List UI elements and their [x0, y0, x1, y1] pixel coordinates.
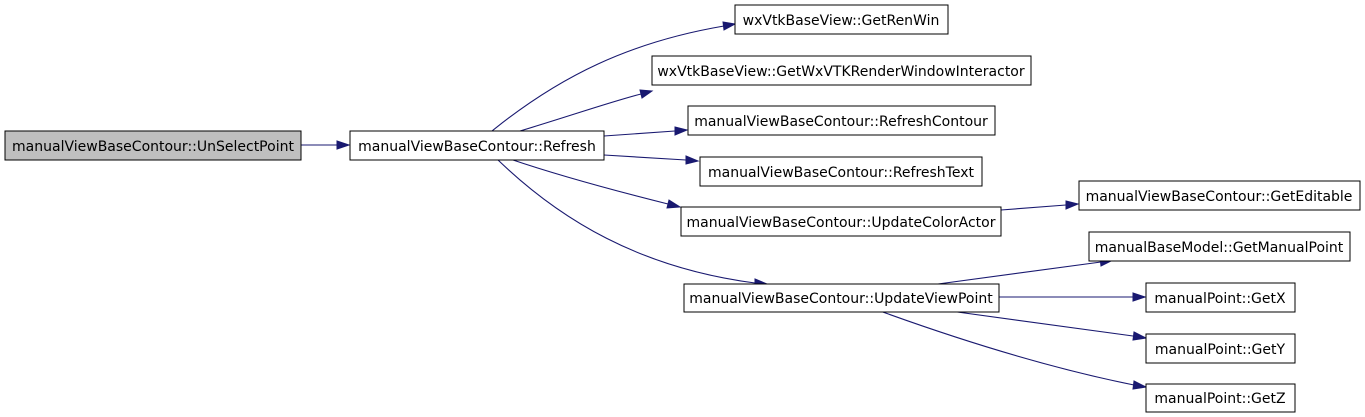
- svg-text:manualViewBaseContour::UnSelec: manualViewBaseContour::UnSelectPoint: [12, 139, 294, 155]
- svg-text:wxVtkBaseView::GetWxVTKRenderW: wxVtkBaseView::GetWxVTKRenderWindowInter…: [657, 64, 1025, 80]
- node-updateviewpoint[interactable]: manualViewBaseContour::UpdateViewPoint: [683, 283, 1000, 313]
- node-getmanualpoint[interactable]: manualBaseModel::GetManualPoint: [1088, 231, 1351, 262]
- edge-refresh-refreshcontour: [603, 126, 689, 137]
- node-updatecoloractor[interactable]: manualViewBaseContour::UpdateColorActor: [680, 206, 1002, 237]
- svg-text:manualViewBaseContour::Refresh: manualViewBaseContour::RefreshText: [708, 165, 975, 181]
- node-gety[interactable]: manualPoint::GetY: [1145, 333, 1296, 364]
- svg-text:manualViewBaseContour::UpdateC: manualViewBaseContour::UpdateColorActor: [687, 215, 996, 231]
- edge-refresh-updatecoloractor: [509, 158, 682, 209]
- edge-unselectpoint-refresh: [301, 140, 351, 150]
- node-getx[interactable]: manualPoint::GetX: [1145, 282, 1296, 313]
- edge-updateviewpoint-getz: [879, 310, 1148, 390]
- node-getwxvtkrenderwindowinteractor[interactable]: wxVtkBaseView::GetWxVTKRenderWindowInter…: [651, 55, 1032, 86]
- node-refreshtext[interactable]: manualViewBaseContour::RefreshText: [699, 156, 983, 187]
- svg-text:manualViewBaseContour::UpdateV: manualViewBaseContour::UpdateViewPoint: [689, 291, 993, 307]
- nodes: manualViewBaseContour::UnSelectPoint man…: [4, 4, 1361, 413]
- node-getz[interactable]: manualPoint::GetZ: [1145, 383, 1296, 413]
- edge-updateviewpoint-gety: [949, 310, 1148, 341]
- svg-text:manualPoint::GetY: manualPoint::GetY: [1155, 342, 1286, 358]
- node-geteditable[interactable]: manualViewBaseContour::GetEditable: [1078, 180, 1361, 211]
- edge-updateviewpoint-getmanualpoint: [937, 257, 1115, 285]
- node-getrenwin[interactable]: wxVtkBaseView::GetRenWin: [734, 4, 949, 35]
- svg-text:manualViewBaseContour::Refresh: manualViewBaseContour::Refresh: [358, 139, 596, 155]
- edges: [301, 21, 1148, 390]
- svg-text:manualBaseModel::GetManualPoin: manualBaseModel::GetManualPoint: [1095, 240, 1344, 256]
- edge-refresh-getrenwin: [491, 21, 737, 132]
- svg-text:manualPoint::GetX: manualPoint::GetX: [1154, 291, 1286, 307]
- node-refreshcontour[interactable]: manualViewBaseContour::RefreshContour: [687, 105, 996, 136]
- svg-text:manualViewBaseContour::GetEdit: manualViewBaseContour::GetEditable: [1086, 189, 1353, 205]
- svg-text:wxVtkBaseView::GetRenWin: wxVtkBaseView::GetRenWin: [743, 13, 940, 29]
- node-unselectpoint[interactable]: manualViewBaseContour::UnSelectPoint: [4, 130, 302, 161]
- edge-refresh-refreshtext: [603, 154, 700, 165]
- svg-text:manualViewBaseContour::Refresh: manualViewBaseContour::RefreshContour: [694, 114, 988, 130]
- svg-text:manualPoint::GetZ: manualPoint::GetZ: [1154, 391, 1285, 407]
- edge-refresh-getwxvtkrenderwindowinteractor: [519, 89, 654, 132]
- edge-updatecoloractor-geteditable: [1000, 200, 1080, 211]
- edge-updateviewpoint-getx: [999, 292, 1147, 302]
- node-refresh[interactable]: manualViewBaseContour::Refresh: [349, 130, 605, 161]
